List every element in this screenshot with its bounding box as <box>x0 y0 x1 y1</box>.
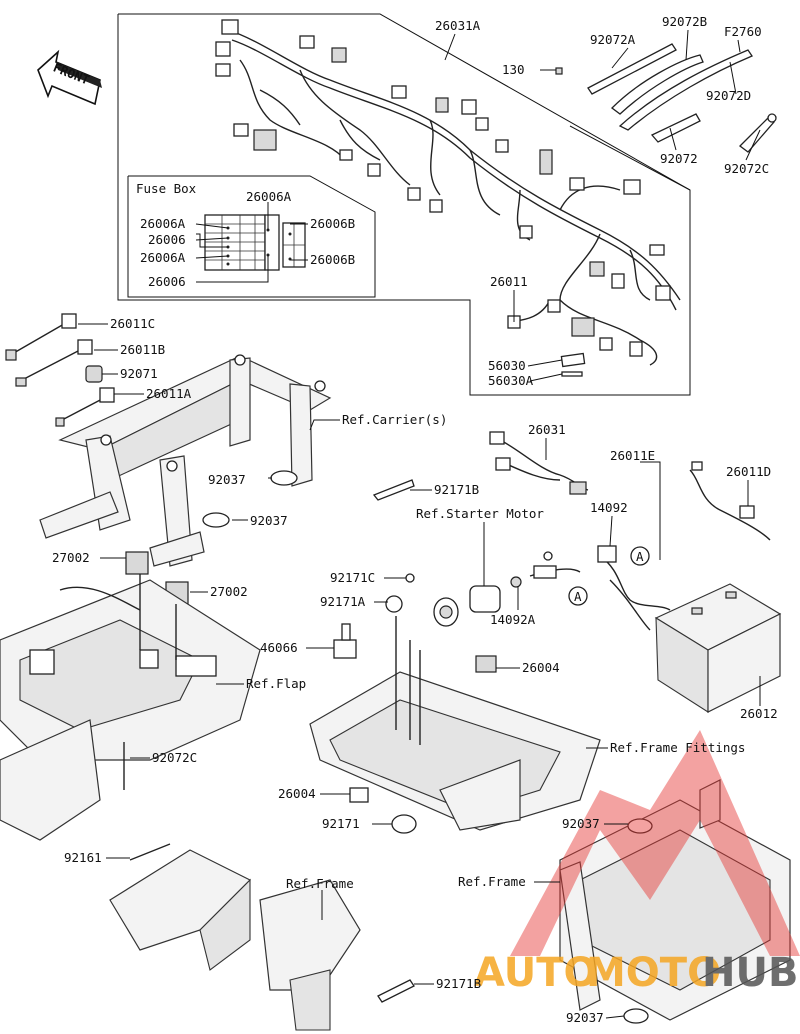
label-92072: 92072 <box>660 151 698 166</box>
label-26011: 26011 <box>490 274 528 289</box>
label-26011B: 26011B <box>120 342 165 357</box>
label-26031A: 26031A <box>435 18 481 33</box>
label-26004-b: 26004 <box>278 786 316 801</box>
center-tray <box>309 616 601 834</box>
label-26011D: 26011D <box>726 464 771 479</box>
watermark-moto: MOTO <box>586 950 721 996</box>
label-26004-a: 26004 <box>522 660 560 675</box>
clamp-92037-a-icon <box>270 470 298 486</box>
label-26011A: 26011A <box>146 386 192 401</box>
clamp-92171B-b-icon <box>377 979 415 1003</box>
label-92072C-top: 92072C <box>724 161 769 176</box>
clamp-92037-c-icon <box>627 818 653 834</box>
label-92072B: 92072B <box>662 14 707 29</box>
label-92171: 92171 <box>322 816 360 831</box>
label-26006B-r2: 26006B <box>310 252 355 267</box>
bolt-130-icon <box>555 67 563 75</box>
label-56030A: 56030A <box>488 373 534 388</box>
label-26006A-fusebox: 26006A <box>246 189 292 204</box>
label-46066: 46066 <box>260 640 298 655</box>
clamp-92037-b-icon <box>202 512 230 528</box>
main-wiring-harness <box>215 19 681 377</box>
fuse-box-inset: Fuse Box <box>127 175 376 298</box>
label-26006A-l2: 26006A <box>140 250 186 265</box>
label-92171B-b: 92171B <box>436 976 481 991</box>
connector-26004-a-icon <box>475 655 497 673</box>
label-26011E: 26011E <box>610 448 655 463</box>
bottom-right-frame <box>559 779 791 1021</box>
battery-26012 <box>654 583 782 714</box>
label-F2760: F2760 <box>724 24 762 39</box>
watermark-auto: AUTO <box>474 950 598 996</box>
label-26011C: 26011C <box>110 316 155 331</box>
connector-ref-a-2 <box>568 586 588 606</box>
label-27002-a: 27002 <box>52 550 90 565</box>
circle-a-label-2: A <box>574 589 582 604</box>
tie-bands-group <box>587 43 777 153</box>
label-14092: 14092 <box>590 500 628 515</box>
label-92171C: 92171C <box>330 570 375 585</box>
relay-27002-a-icon <box>125 551 149 575</box>
carrier-frame <box>39 354 332 567</box>
label-92037-b: 92037 <box>250 513 288 528</box>
grommet-92071-icon <box>85 365 103 383</box>
harness-group-outline <box>117 13 691 396</box>
front-arrow-icon: FRONT <box>37 49 102 106</box>
clamp-92171-icon <box>391 814 417 834</box>
watermark-hub: HUB <box>702 950 798 996</box>
label-56030: 56030 <box>488 358 526 373</box>
clamp-92171B-a-icon <box>372 479 415 501</box>
circle-a-label-1: A <box>636 549 644 564</box>
label-ref-starter-motor: Ref.Starter Motor <box>416 506 544 521</box>
starter-motor-group <box>385 551 581 627</box>
relay-46066 <box>333 623 357 659</box>
battery-cables <box>597 461 771 631</box>
label-ref-frame-b: Ref.Frame <box>458 874 526 889</box>
label-92071: 92071 <box>120 366 158 381</box>
label-26012: 26012 <box>740 706 778 721</box>
label-92072D: 92072D <box>706 88 751 103</box>
label-ref-frame-a: Ref.Frame <box>286 876 354 891</box>
label-130: 130 <box>502 62 525 77</box>
label-92037-c: 92037 <box>562 816 600 831</box>
label-92072A: 92072A <box>590 32 636 47</box>
label-14092A: 14092A <box>490 612 536 627</box>
label-ref-carriers: Ref.Carrier(s) <box>342 412 447 427</box>
label-26006B-r1: 26006B <box>310 216 355 231</box>
label-26006-l1: 26006 <box>148 232 186 247</box>
label-ref-frame-fittings: Ref.Frame Fittings <box>610 740 745 755</box>
label-92037-a: 92037 <box>208 472 246 487</box>
connector-26004-b-icon <box>349 787 369 803</box>
watermark-logo: AUTO MOTO HUB <box>474 730 800 996</box>
clamp-92037-d-icon <box>623 1008 649 1024</box>
left-subharnesses <box>5 313 115 427</box>
bottom-left-frame <box>109 843 361 1031</box>
label-92072C-bottom: 92072C <box>152 750 197 765</box>
label-92037-d: 92037 <box>566 1010 604 1025</box>
label-26006A-l1: 26006A <box>140 216 186 231</box>
subharness-26031 <box>489 431 589 495</box>
flap-panel <box>0 574 261 841</box>
label-27002-b: 27002 <box>210 584 248 599</box>
fuse-box-title: Fuse Box <box>136 181 197 196</box>
label-26006-l2: 26006 <box>148 274 186 289</box>
label-92161: 92161 <box>64 850 102 865</box>
label-ref-flap: Ref.Flap <box>246 676 306 691</box>
label-26031: 26031 <box>528 422 566 437</box>
label-92171A: 92171A <box>320 594 366 609</box>
leader-lines <box>78 29 761 1019</box>
connector-ref-a-1 <box>630 546 650 566</box>
label-92171B-a: 92171B <box>434 482 479 497</box>
